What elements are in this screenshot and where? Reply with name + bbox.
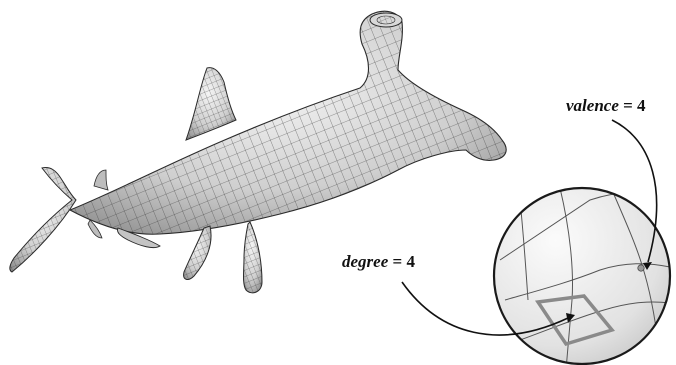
- highlighted-vertex: [638, 265, 644, 271]
- valence-operator: =: [623, 96, 633, 115]
- shark-mesh: [10, 11, 506, 293]
- degree-label: degree = 4: [342, 252, 415, 272]
- valence-term: valence: [566, 96, 619, 115]
- degree-term: degree: [342, 252, 388, 271]
- degree-operator: =: [393, 252, 403, 271]
- valence-value: 4: [637, 96, 646, 115]
- valence-label: valence = 4: [566, 96, 646, 116]
- degree-value: 4: [406, 252, 415, 271]
- zoom-circle: [494, 188, 676, 365]
